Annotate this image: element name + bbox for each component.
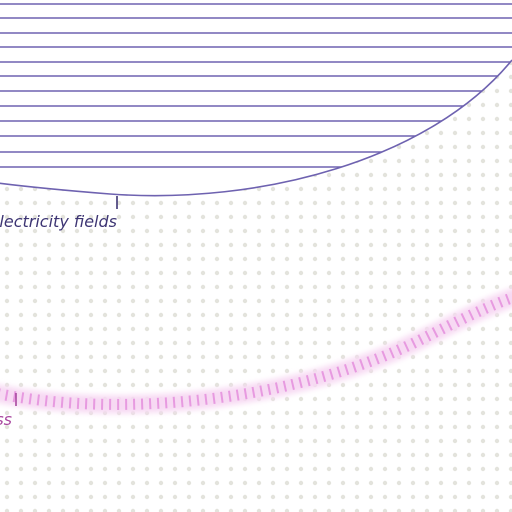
pink-path-dashes [0, 291, 512, 410]
field-outline [0, 59, 512, 197]
field-label: lectricity fields [0, 212, 117, 231]
pink-path-label: ss [0, 410, 12, 429]
field-fill [0, 0, 512, 196]
pink-path-region: ss [0, 288, 512, 429]
electricity-field-region: lectricity fields [0, 0, 512, 231]
